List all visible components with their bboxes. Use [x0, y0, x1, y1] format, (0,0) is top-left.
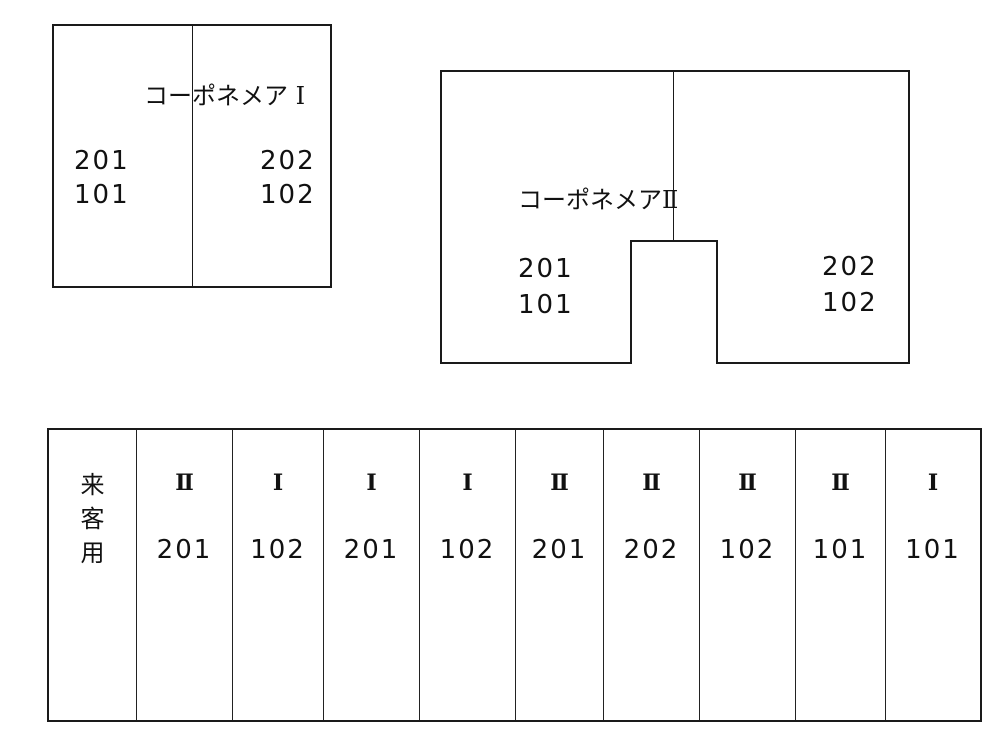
stall-unit: 101 — [812, 535, 869, 565]
stall-building: Ⅱ — [738, 470, 757, 496]
stall-5: Ⅱ 201 — [516, 430, 604, 720]
stall-9: Ⅰ 101 — [886, 430, 980, 720]
stall-building: Ⅱ — [642, 470, 661, 496]
guest-char-1: 来 — [80, 471, 105, 499]
building-1-name: コーポネメア Ⅰ — [144, 82, 306, 110]
building-1-unit-101: 101 — [74, 180, 130, 210]
stall-unit: 201 — [343, 535, 400, 565]
stall-unit: 202 — [623, 535, 680, 565]
stall-1: Ⅱ 201 — [137, 430, 233, 720]
stall-8: Ⅱ 101 — [796, 430, 886, 720]
stall-building: Ⅰ — [462, 470, 473, 496]
guest-char-3: 用 — [80, 539, 105, 567]
building-1-unit-201: 201 — [74, 146, 130, 176]
building-2-divider — [673, 72, 674, 242]
building-2-unit-201: 201 — [518, 254, 574, 284]
building-1-unit-102: 102 — [260, 180, 316, 210]
stall-unit: 201 — [156, 535, 213, 565]
stall-3: Ⅰ 201 — [324, 430, 420, 720]
building-2-unit-202: 202 — [822, 252, 878, 282]
stall-building: Ⅱ — [175, 470, 194, 496]
building-2-unit-101: 101 — [518, 290, 574, 320]
building-2: コーポネメアⅡ 201 101 202 102 — [440, 70, 910, 364]
stall-building: Ⅱ — [831, 470, 850, 496]
stall-guest: 来 客 用 — [49, 430, 137, 720]
stall-unit: 102 — [439, 535, 496, 565]
building-2-entrance — [630, 240, 718, 364]
guest-label: 来 客 用 — [49, 468, 136, 570]
stall-building: Ⅰ — [366, 470, 377, 496]
building-1-divider — [192, 26, 193, 286]
stall-unit: 102 — [719, 535, 776, 565]
stall-building: Ⅰ — [272, 470, 284, 496]
building-1: コーポネメア Ⅰ 201 101 202 102 — [52, 24, 332, 288]
stall-building: Ⅱ — [550, 470, 569, 496]
stall-7: Ⅱ 102 — [700, 430, 796, 720]
stall-unit: 201 — [531, 535, 588, 565]
stall-6: Ⅱ 202 — [604, 430, 700, 720]
building-2-unit-102: 102 — [822, 288, 878, 318]
building-1-unit-202: 202 — [260, 146, 316, 176]
stall-unit: 102 — [250, 535, 306, 565]
building-2-name: コーポネメアⅡ — [518, 186, 679, 214]
stall-2: Ⅰ 102 — [233, 430, 324, 720]
parking-lot: 来 客 用 Ⅱ 201 Ⅰ 102 Ⅰ 201 Ⅰ 102 Ⅱ 201 Ⅱ 20… — [47, 428, 982, 722]
guest-char-2: 客 — [80, 505, 105, 533]
stall-building: Ⅰ — [927, 470, 939, 496]
stall-4: Ⅰ 102 — [420, 430, 516, 720]
stall-unit: 101 — [905, 535, 961, 565]
